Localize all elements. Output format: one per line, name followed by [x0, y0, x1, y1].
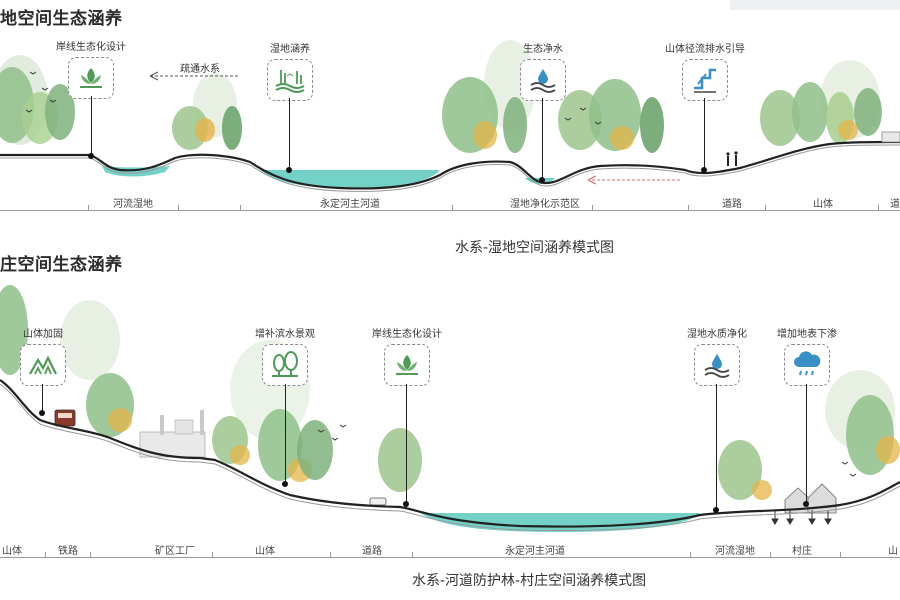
leader-line — [806, 384, 807, 504]
callout-wetland-water-quality: 湿地水质净化 — [672, 325, 762, 386]
zone-label: 铁路 — [58, 546, 78, 557]
water-drop-icon — [520, 59, 566, 101]
callout-bank-ecological-design: 岸线生态化设计 — [46, 38, 136, 99]
panel1-axis — [0, 210, 900, 211]
zone-label: 河流湿地 — [715, 546, 755, 557]
leader-dot — [88, 153, 94, 159]
callout-label: 山体加固 — [23, 329, 63, 340]
axis-tick — [452, 205, 453, 211]
leader-line — [91, 96, 92, 156]
callout-label: 增补滨水景观 — [255, 329, 315, 340]
callout-mountain-runoff-guide: 山体径流排水引导 — [660, 40, 750, 101]
callout-label: 岸线生态化设计 — [372, 329, 442, 340]
axis-tick — [412, 552, 413, 558]
leader-dot — [282, 481, 288, 487]
callout-label: 湿地涵养 — [270, 44, 310, 55]
leader-dot — [39, 410, 45, 416]
axis-tick — [688, 205, 689, 211]
panel2-section-drawing — [0, 285, 900, 532]
zone-label: 湿地净化示范区 — [510, 199, 580, 210]
panel2-title: 庄空间生态涵养 — [0, 255, 123, 275]
zone-label: 山体 — [813, 199, 833, 210]
panel2-axis — [0, 557, 900, 558]
leader-dot — [713, 507, 719, 513]
zone-label: 山 — [888, 546, 898, 557]
zone-label: 矿区工厂 — [155, 546, 195, 557]
zone-label: 道路 — [722, 199, 742, 210]
axis-tick — [178, 205, 179, 211]
callout-label: 增加地表下渗 — [777, 329, 837, 340]
zone-label: 道 — [890, 199, 900, 210]
leader-line — [289, 98, 290, 170]
trees-icon — [262, 344, 308, 386]
mountain-icon — [20, 344, 66, 386]
wetland-icon — [267, 59, 313, 101]
leader-line — [716, 384, 717, 510]
leader-line — [42, 384, 43, 412]
leader-line — [285, 384, 286, 484]
leader-dot — [701, 167, 707, 173]
callout-label: 岸线生态化设计 — [56, 42, 126, 53]
callout-bank-ecological-design-2: 岸线生态化设计 — [362, 325, 452, 386]
factory-illustration — [139, 410, 206, 458]
leader-line — [542, 98, 543, 180]
panel2-caption: 水系-河道防护林-村庄空间涵养模式图 — [412, 573, 647, 589]
axis-tick — [240, 205, 241, 211]
axis-tick — [592, 205, 593, 211]
axis-tick — [878, 205, 879, 211]
axis-tick — [88, 205, 89, 211]
callout-label: 生态净水 — [523, 44, 563, 55]
callout-surface-infiltration: 增加地表下渗 — [762, 325, 852, 386]
water-drop-icon — [694, 344, 740, 386]
flow-label: 疏通水系 — [180, 64, 220, 75]
zone-label: 山体 — [2, 546, 22, 557]
leader-line — [704, 98, 705, 170]
leaf-icon — [68, 57, 114, 99]
zone-label: 山体 — [255, 546, 275, 557]
axis-tick — [765, 205, 766, 211]
panel1-trees — [0, 67, 882, 153]
zone-label: 永定河主河道 — [320, 199, 380, 210]
axis-tick — [212, 552, 213, 558]
zone-label: 河流湿地 — [113, 199, 153, 210]
zone-label: 村庄 — [792, 546, 812, 557]
callout-wetland-conservation: 湿地涵养 — [245, 40, 335, 101]
runoff-channel-icon — [682, 59, 728, 101]
callout-waterfront-landscape: 增补滨水景观 — [240, 325, 330, 386]
zone-label: 永定河主河道 — [505, 546, 565, 557]
panel1-caption: 水系-湿地空间涵养模式图 — [455, 240, 615, 256]
panel1-section-drawing — [0, 40, 900, 192]
image-header-strip — [730, 0, 900, 10]
axis-tick — [330, 552, 331, 558]
rain-cloud-icon — [784, 344, 830, 386]
leader-dot — [803, 501, 809, 507]
axis-tick — [45, 552, 46, 558]
leader-line — [406, 384, 407, 504]
callout-eco-water-purification: 生态净水 — [498, 40, 588, 101]
callout-label: 山体径流排水引导 — [665, 44, 745, 55]
panel2-trees — [0, 285, 900, 500]
axis-tick — [690, 552, 691, 558]
axis-tick — [840, 552, 841, 558]
axis-tick — [770, 552, 771, 558]
zone-label: 道路 — [362, 546, 382, 557]
leader-dot — [286, 167, 292, 173]
callout-label: 湿地水质净化 — [687, 329, 747, 340]
axis-tick — [90, 552, 91, 558]
leader-dot — [539, 177, 545, 183]
leader-dot — [403, 501, 409, 507]
leaf-icon — [384, 344, 430, 386]
panel1-title: 地空间生态涵养 — [0, 9, 123, 29]
callout-mountain-reinforcement: 山体加固 — [0, 325, 88, 386]
